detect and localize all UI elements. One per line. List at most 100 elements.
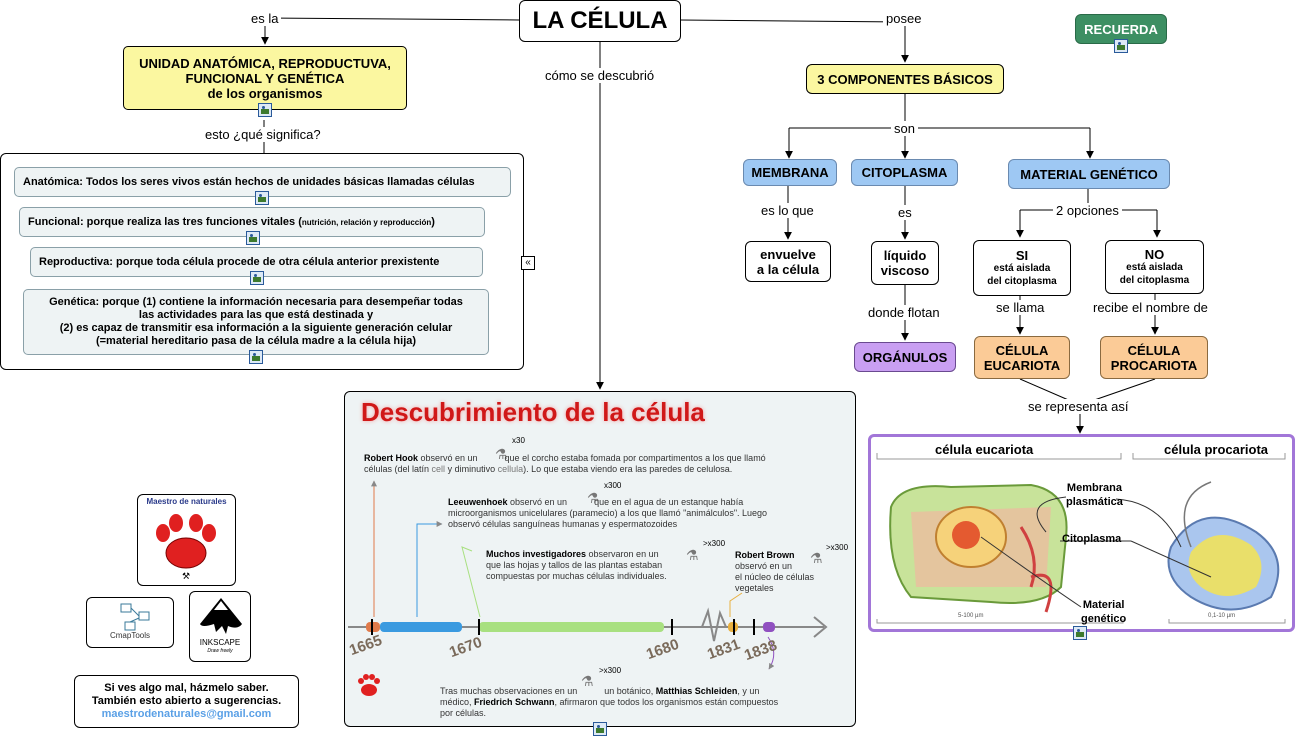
leeu-t1: observó en un [507,497,570,507]
discovery-resource-icon[interactable] [593,722,607,736]
genetica-resource-icon[interactable] [249,350,263,364]
note-line2: También esto abierto a sugerencias. [91,695,282,707]
funcional-resource-icon[interactable] [246,231,260,245]
note-email[interactable]: maestrodenaturales@gmail.com [101,708,272,720]
discovery-heading: Descubrimiento de la célula [361,397,705,427]
no-sub2: del citoplasma [1119,274,1190,286]
material-label: Material genético [1081,598,1126,626]
funcional-node: Funcional: porque realiza las tres funci… [19,207,485,237]
cells-illustration [876,453,1286,624]
leeu-text: Leeuwenhoek observó en un que en el agua… [448,497,848,530]
no-label: NO [1144,246,1165,262]
genetica-line1: Genética: porque (1) contiene la informa… [49,296,463,308]
final-t1: Tras muchas observaciones en un [440,686,580,696]
link-son: son [891,121,918,136]
brown-text: Robert Brown observó en un el núcleo de … [735,550,815,594]
leeu-t4: observó células sanguíneas humanas y esp… [448,519,678,529]
microscope-icon: ⚗ [587,490,600,506]
microscope-icon: ⚗ [495,446,508,462]
main-title: LA CÉLULA [519,0,681,42]
procariota-node: CÉLULA PROCARIOTA [1100,336,1208,379]
brown-t2: el núcleo de células [735,572,815,582]
timeline [348,480,828,670]
link-se-representa: se representa así [1025,399,1132,414]
unidad-line3: de los organismos [207,85,323,101]
hook-name: Robert Hook [364,453,418,463]
link-es: es [895,205,915,220]
citoplasma-label: Citoplasma [1062,533,1122,545]
discovery-panel [344,391,856,727]
note-line1: Si ves algo mal, házmelo saber. [104,682,269,694]
unidad-line2: FUNCIONAL Y GENÉTICA [185,70,345,86]
no-sub1: está aislada [1126,261,1183,273]
muchos-text: Muchos investigadores observaron en un q… [486,549,706,582]
scale-proca: 0,1-10 µm [1208,613,1236,619]
genetica-line2: las actividades para las que está destin… [138,309,374,321]
eucariota-line1: CÉLULA [995,342,1049,358]
procariota-line1: CÉLULA [1127,342,1181,358]
anatomica-resource-icon[interactable] [255,191,269,205]
genetica-line4: (=material hereditario pasa de la célula… [95,335,417,347]
maestro-logo[interactable]: ⚒ Maestro de naturales [137,494,236,586]
timeline-segment-blue [380,622,462,632]
liquido-node: líquido viscoso [871,241,939,285]
muchos-t2: que las hojas y tallos de las plantas es… [486,560,663,570]
zoom-leeu: x300 [604,481,622,490]
membrana-node: MEMBRANA [743,159,837,186]
microscope-icon: ⚗ [810,550,823,566]
reproductiva-resource-icon[interactable] [250,271,264,285]
eucariota-line2: EUCARIOTA [983,357,1061,373]
link-se-llama: se llama [993,300,1048,315]
muchos-t1: observaron en un [586,549,659,559]
link-donde-flotan: donde flotan [865,305,943,320]
hook-cellula: cellula [497,464,524,474]
proca-title: célula procariota [1164,442,1269,457]
hook-t2: que el corcho estaba fomada por comparti… [502,453,766,463]
recuerda-resource-icon[interactable] [1114,39,1128,53]
muchos-t3: compuestas por muchas células individual… [486,571,667,581]
cells-resource-icon[interactable] [1073,626,1087,640]
funcional-text: Funcional: porque realiza las tres funci… [28,216,302,228]
componentes-node: 3 COMPONENTES BÁSICOS [806,64,1004,94]
material-genetico-node: MATERIAL GENÉTICO [1008,159,1170,189]
unidad-line1: UNIDAD ANATÓMICA, REPRODUCTUVA, [139,55,391,71]
hook-text: Robert Hook observó en un que el corcho … [364,453,804,475]
inkscape-icon [200,598,242,634]
funcional-small-text: nutrición, relación y reproducción [301,217,432,227]
membrana-label: Membrana plasmática [1066,481,1123,509]
genetica-node: Genética: porque (1) contiene la informa… [23,289,489,355]
link-posee: posee [883,11,925,26]
material-label-2: genético [1081,613,1127,625]
hook-t5: ). Lo que estaba viendo era las paredes … [523,464,733,474]
eucariota-node: CÉLULA EUCARIOTA [974,336,1070,379]
paw-logo: ⚒ [156,514,216,581]
organulos-node: ORGÁNULOS [854,342,956,372]
brown-name: Robert Brown [735,550,795,560]
final-schleiden: Matthias Schleiden [655,686,738,696]
collapse-icon[interactable]: « [521,256,535,270]
funcional-end: ) [431,216,435,228]
timeline-segment-green [479,622,664,632]
hook-t1: observó en un [418,453,481,463]
final-t5: , afirmaron que todos los organismos est… [554,697,779,707]
citoplasma-node: CITOPLASMA [851,159,958,186]
zoom-final: >x300 [599,666,622,675]
hook-cell: cell [431,464,446,474]
inkscape-logo[interactable]: INKSCAPE Draw freely [189,591,251,662]
genetica-line3: (2) es capaz de transmitir esa informaci… [59,322,453,334]
envuelve-line1: envuelve [760,246,816,262]
microscope-icon: ⚗ [686,547,699,563]
hook-t3: células (del latín [364,464,432,474]
brown-t1: observó en un [735,561,793,571]
si-node: SI está aislada del citoplasma [973,240,1071,296]
envuelve-line2: a la célula [756,261,820,277]
microscope-icon: ⚗ [581,673,594,689]
cmaptools-logo[interactable]: CmapTools [86,597,174,648]
liquido-line1: líquido [883,248,927,263]
euca-title: célula eucariota [935,442,1034,457]
unidad-resource-icon[interactable] [258,103,272,117]
zoom-brown: >x300 [826,543,849,552]
zoom-muchos: >x300 [703,539,726,548]
paw-logo-small [358,674,380,696]
si-sub2: del citoplasma [987,275,1057,287]
